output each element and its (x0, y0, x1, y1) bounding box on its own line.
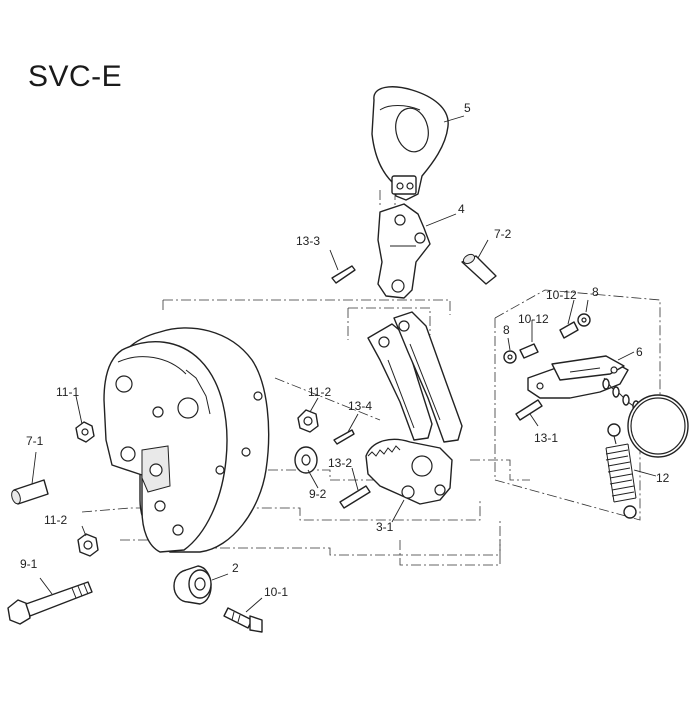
part-bolt-10-12 (519, 321, 579, 359)
callout-9-2: 9-2 (309, 487, 327, 501)
callout-13-4: 13-4 (348, 399, 372, 413)
callout-labels: 5 4 13-3 7-2 10-12 8 8 10-12 6 11-1 11-2… (20, 101, 670, 599)
part-bracket (527, 355, 629, 399)
callout-11-2-lower: 11-2 (44, 513, 67, 527)
part-bolt-9-1 (7, 581, 93, 625)
callout-2: 2 (232, 561, 239, 575)
callout-6: 6 (636, 345, 643, 359)
callout-13-3: 13-3 (296, 234, 320, 248)
callout-10-12-upper: 10-12 (546, 288, 577, 302)
callout-13-2: 13-2 (328, 456, 352, 470)
callout-11-1: 11-1 (56, 385, 79, 399)
part-cam-link (365, 311, 463, 505)
part-washer-8 (503, 313, 591, 364)
part-nut-11-1 (75, 421, 95, 443)
part-pin-13-1 (515, 399, 543, 421)
callout-11-2-upper: 11-2 (308, 385, 331, 399)
callout-8-right: 8 (592, 285, 599, 299)
callout-9-1: 9-1 (20, 557, 38, 571)
callout-leaders (31, 115, 657, 613)
part-body-plate (103, 327, 270, 553)
part-nut-11-2-lower (77, 533, 99, 557)
callout-7-2: 7-2 (494, 227, 512, 241)
part-washer-9-2 (294, 446, 318, 474)
part-bolt-10-1 (223, 607, 263, 633)
part-spring (605, 423, 637, 519)
model-title: SVC-E (28, 60, 123, 93)
part-pin-13-3 (331, 265, 356, 284)
part-shackle (371, 86, 449, 201)
callout-8-left: 8 (503, 323, 510, 337)
part-pin-13-4 (333, 429, 355, 445)
callout-12: 12 (656, 471, 670, 485)
part-pin-7-2 (461, 253, 497, 285)
part-pin-13-2 (339, 485, 371, 509)
callout-5: 5 (464, 101, 471, 115)
callout-4: 4 (458, 202, 465, 216)
callout-10-12-lower: 10-12 (518, 312, 549, 326)
callout-7-1: 7-1 (26, 434, 44, 448)
part-roller (173, 565, 212, 605)
part-pin-7-1 (11, 479, 49, 505)
callout-10-1: 10-1 (264, 585, 288, 599)
callout-13-1: 13-1 (534, 431, 558, 445)
callout-3-1: 3-1 (376, 520, 394, 534)
part-nut-11-2-upper (297, 409, 319, 433)
part-upper-link (377, 203, 431, 299)
part-chain-ring (602, 377, 689, 458)
